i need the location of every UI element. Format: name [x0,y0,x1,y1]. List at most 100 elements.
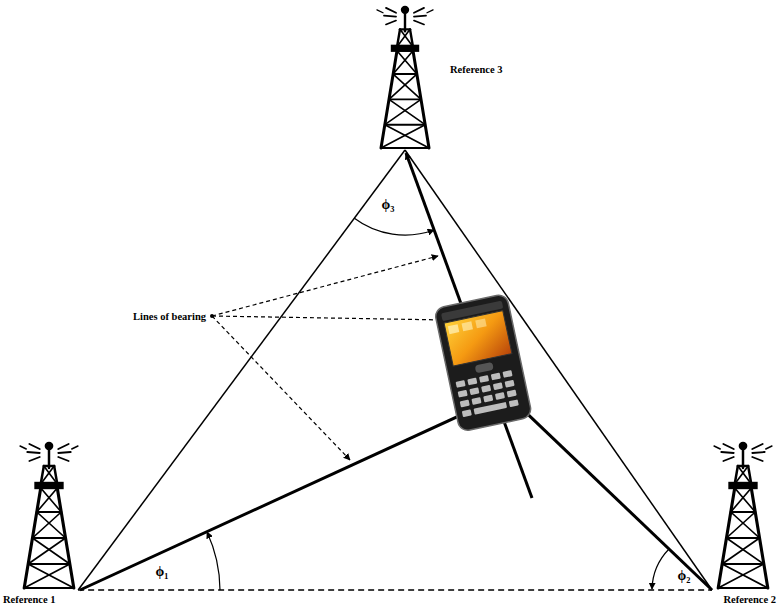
tower-strut [731,511,755,513]
bearing-line [406,153,532,498]
tower-strut [393,73,417,75]
tower-node: Reference 2 [712,440,774,590]
tower-strut [414,15,426,18]
tower-strut [718,587,768,589]
tower-strut [58,444,68,449]
tower-strut [385,99,421,124]
tower-strut [37,512,66,538]
tower-strut [384,15,396,18]
tower-strut [41,466,54,484]
tower-strut [752,457,762,461]
tower-strut [735,466,748,484]
tower-strut [386,8,396,13]
tower-strut [414,21,424,25]
tower-strut [735,487,752,489]
tower-strut [721,452,733,453]
baseline-connector [405,150,712,590]
tower-strut [726,538,763,564]
tower-strut [752,444,762,449]
bearing-line [80,387,522,590]
antenna-tip [740,443,746,449]
tower-strut [41,487,58,489]
tower-node: Reference 1 [18,440,80,590]
tower-strut [397,51,417,74]
tower-strut [723,444,733,449]
tower-strut [32,537,65,539]
tower-strut [377,10,383,13]
tower-strut [37,488,58,512]
tower-strut [32,538,69,564]
tower-strut [389,74,417,99]
tower-strut [41,488,62,512]
tower-node: Reference 3 [375,4,435,150]
tower-strut [714,446,720,449]
tower-strut [397,50,413,52]
tower-strut [29,457,39,461]
tower-strut [37,511,61,513]
baseline-connector [78,589,712,591]
tower-strut [381,147,429,149]
tower-icon [18,440,80,590]
tower-strut [766,446,772,449]
angle-arc [207,532,220,590]
tower-strut [24,564,70,588]
mobile-phone [434,293,533,432]
tower-strut [718,564,764,588]
tower-strut [27,452,39,453]
tower-strut [32,512,61,538]
tower-strut [726,537,759,539]
tower-lines [377,7,433,148]
tower-strut [393,74,421,99]
angle-label: ϕ₂ [678,568,691,584]
antenna-tip [402,7,408,13]
tower-strut [72,446,78,449]
tower-strut [389,99,425,124]
angle-label: ϕ₃ [382,197,395,213]
tower-strut [385,125,429,148]
reference-label: Reference 3 [450,64,503,75]
tower-strut [28,538,65,564]
tower-strut [381,125,425,148]
tower-strut [723,457,733,461]
angle-arc [652,549,669,589]
reference-label: Reference 1 [3,594,56,605]
tower-lines [714,443,772,588]
tower-strut [20,446,26,449]
tower-strut [752,452,764,453]
tower-icon [375,4,435,150]
tower-icon [712,440,774,590]
tower-strut [389,98,421,100]
tower-strut [722,564,768,588]
tower-strut [731,488,752,512]
tower-strut [414,8,424,13]
callout-text: Lines of bearing [133,311,206,322]
tower-strut [738,466,751,484]
tower-strut [24,587,74,589]
tower-strut [28,564,74,588]
angle-label: ϕ₁ [156,564,169,580]
tower-strut [735,488,756,512]
tower-lines [20,443,78,588]
tower-strut [427,10,433,13]
reference-label: Reference 2 [723,594,776,605]
tower-strut [58,457,68,461]
tower-strut [28,563,70,565]
tower-strut [385,124,425,126]
tower-strut [726,512,755,538]
leader-line [212,316,350,460]
tower-strut [58,452,70,453]
baseline-connector [78,150,405,590]
tower-strut [731,512,760,538]
tower-strut [722,563,764,565]
angle-arc [354,218,434,235]
tower-strut [397,29,410,47]
leader-line [212,256,438,316]
tower-strut [29,444,39,449]
tower-strut [722,538,759,564]
tower-strut [44,466,57,484]
tower-strut [393,51,413,74]
tower-strut [400,29,413,47]
leader-line [212,316,446,320]
tower-strut [386,21,396,25]
antenna-tip [46,443,52,449]
